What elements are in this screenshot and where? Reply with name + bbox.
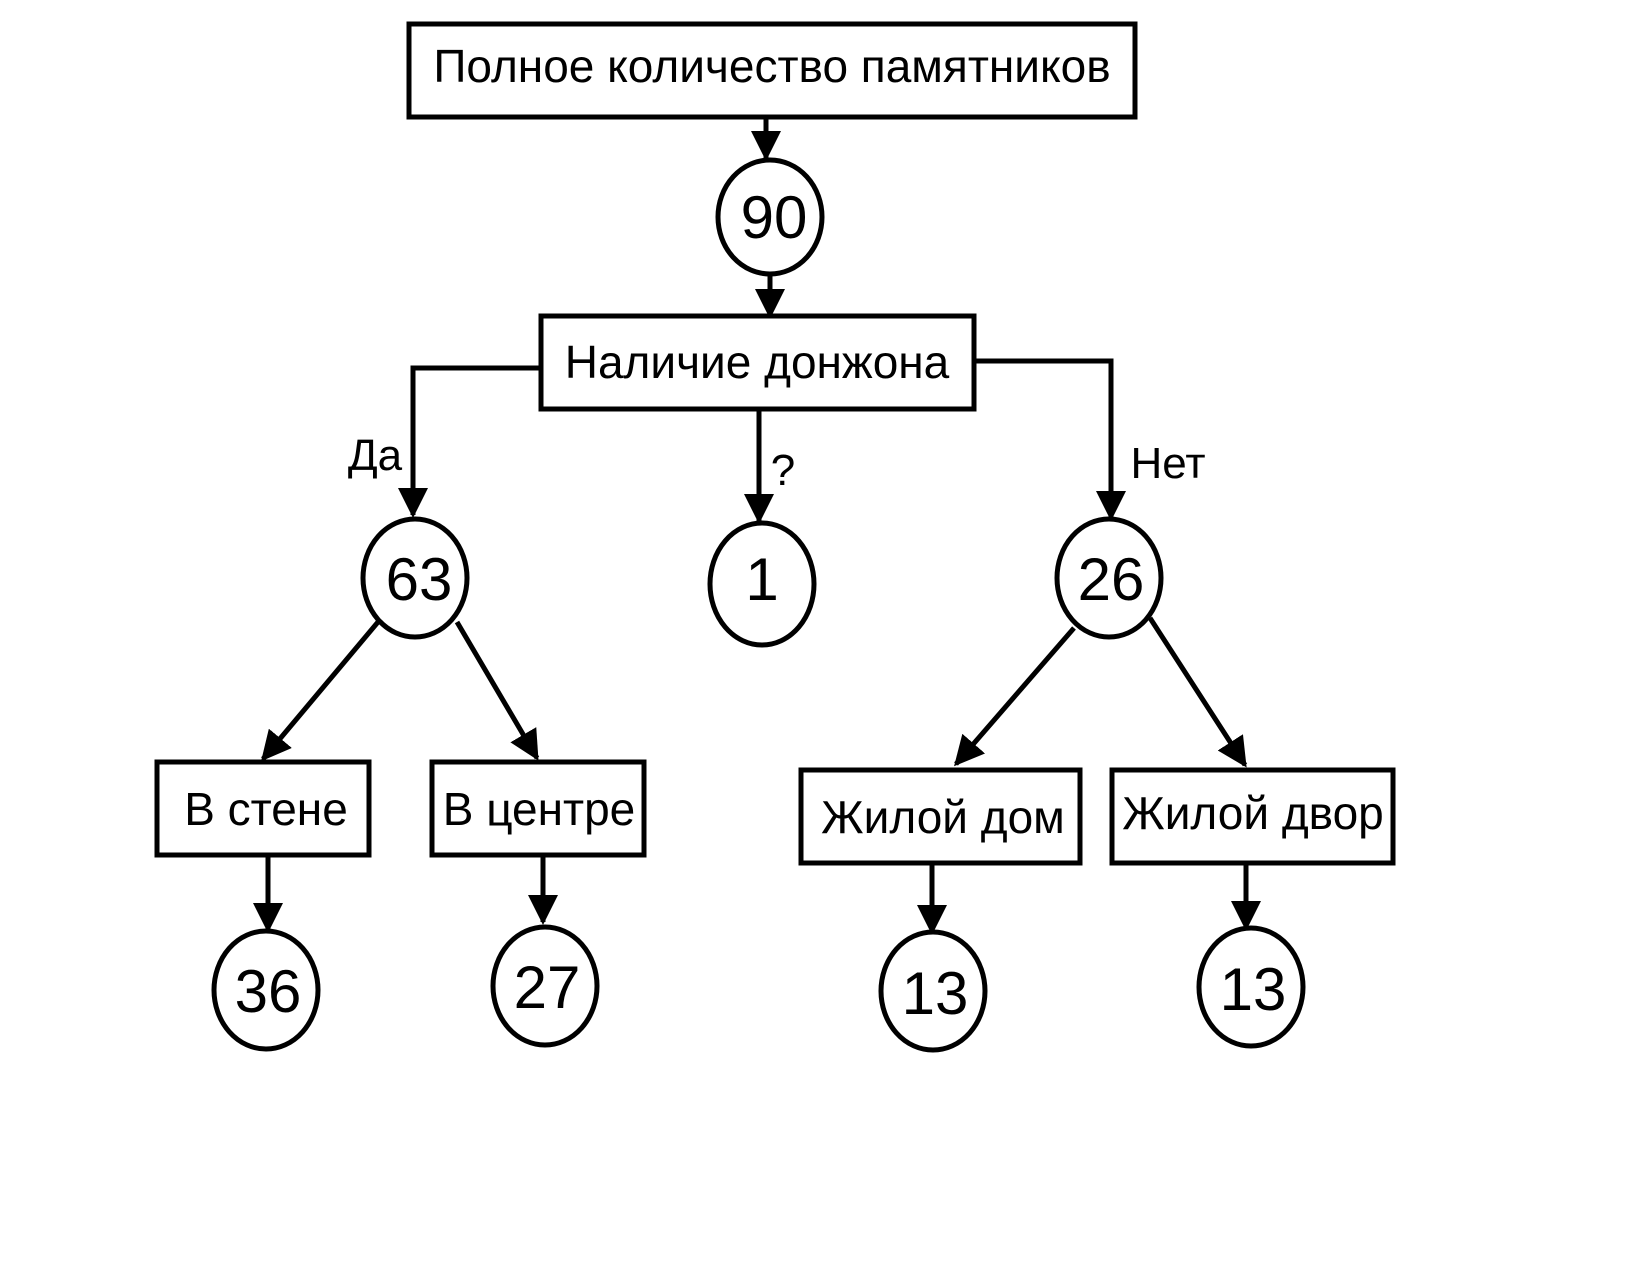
split-label: Наличие донжона (565, 336, 950, 388)
root-label: Полное количество памятников (433, 40, 1110, 92)
yes-count-node (360, 516, 470, 640)
yard-count: 13 (1220, 956, 1287, 1023)
yard-label: Жилой двор (1122, 787, 1384, 839)
edge-no-to-house (954, 626, 1076, 767)
center-count: 27 (514, 954, 581, 1021)
yard-count-node (1196, 925, 1306, 1049)
edge-no-to-yard (1147, 616, 1248, 768)
total-count: 90 (741, 184, 808, 251)
edge-label-no: Нет (1131, 439, 1206, 488)
house-label: Жилой дом (821, 791, 1065, 843)
edge-yes-to-wall (261, 620, 380, 762)
wall-box (154, 759, 372, 858)
edge-split-to-no (974, 358, 1126, 521)
center-box (429, 759, 647, 858)
unknown-count-node (707, 520, 817, 648)
center-count-node (490, 924, 600, 1048)
yes-count: 63 (386, 546, 453, 613)
wall-count-node (211, 928, 321, 1052)
center-label: В центре (443, 783, 636, 835)
house-box (798, 767, 1083, 866)
no-count-node (1054, 516, 1164, 640)
root-box (406, 21, 1138, 120)
house-count-node (878, 929, 988, 1053)
no-count: 26 (1078, 546, 1145, 613)
unknown-count: 1 (745, 546, 778, 613)
edge-label-unknown: ? (771, 446, 795, 495)
wall-label: В стене (184, 783, 348, 835)
edge-split-to-yes (398, 365, 541, 518)
house-count: 13 (902, 960, 969, 1027)
wall-count: 36 (235, 958, 302, 1025)
yard-box (1109, 767, 1396, 866)
edge-label-yes: Да (348, 431, 403, 480)
edge-yes-to-center (454, 620, 540, 761)
